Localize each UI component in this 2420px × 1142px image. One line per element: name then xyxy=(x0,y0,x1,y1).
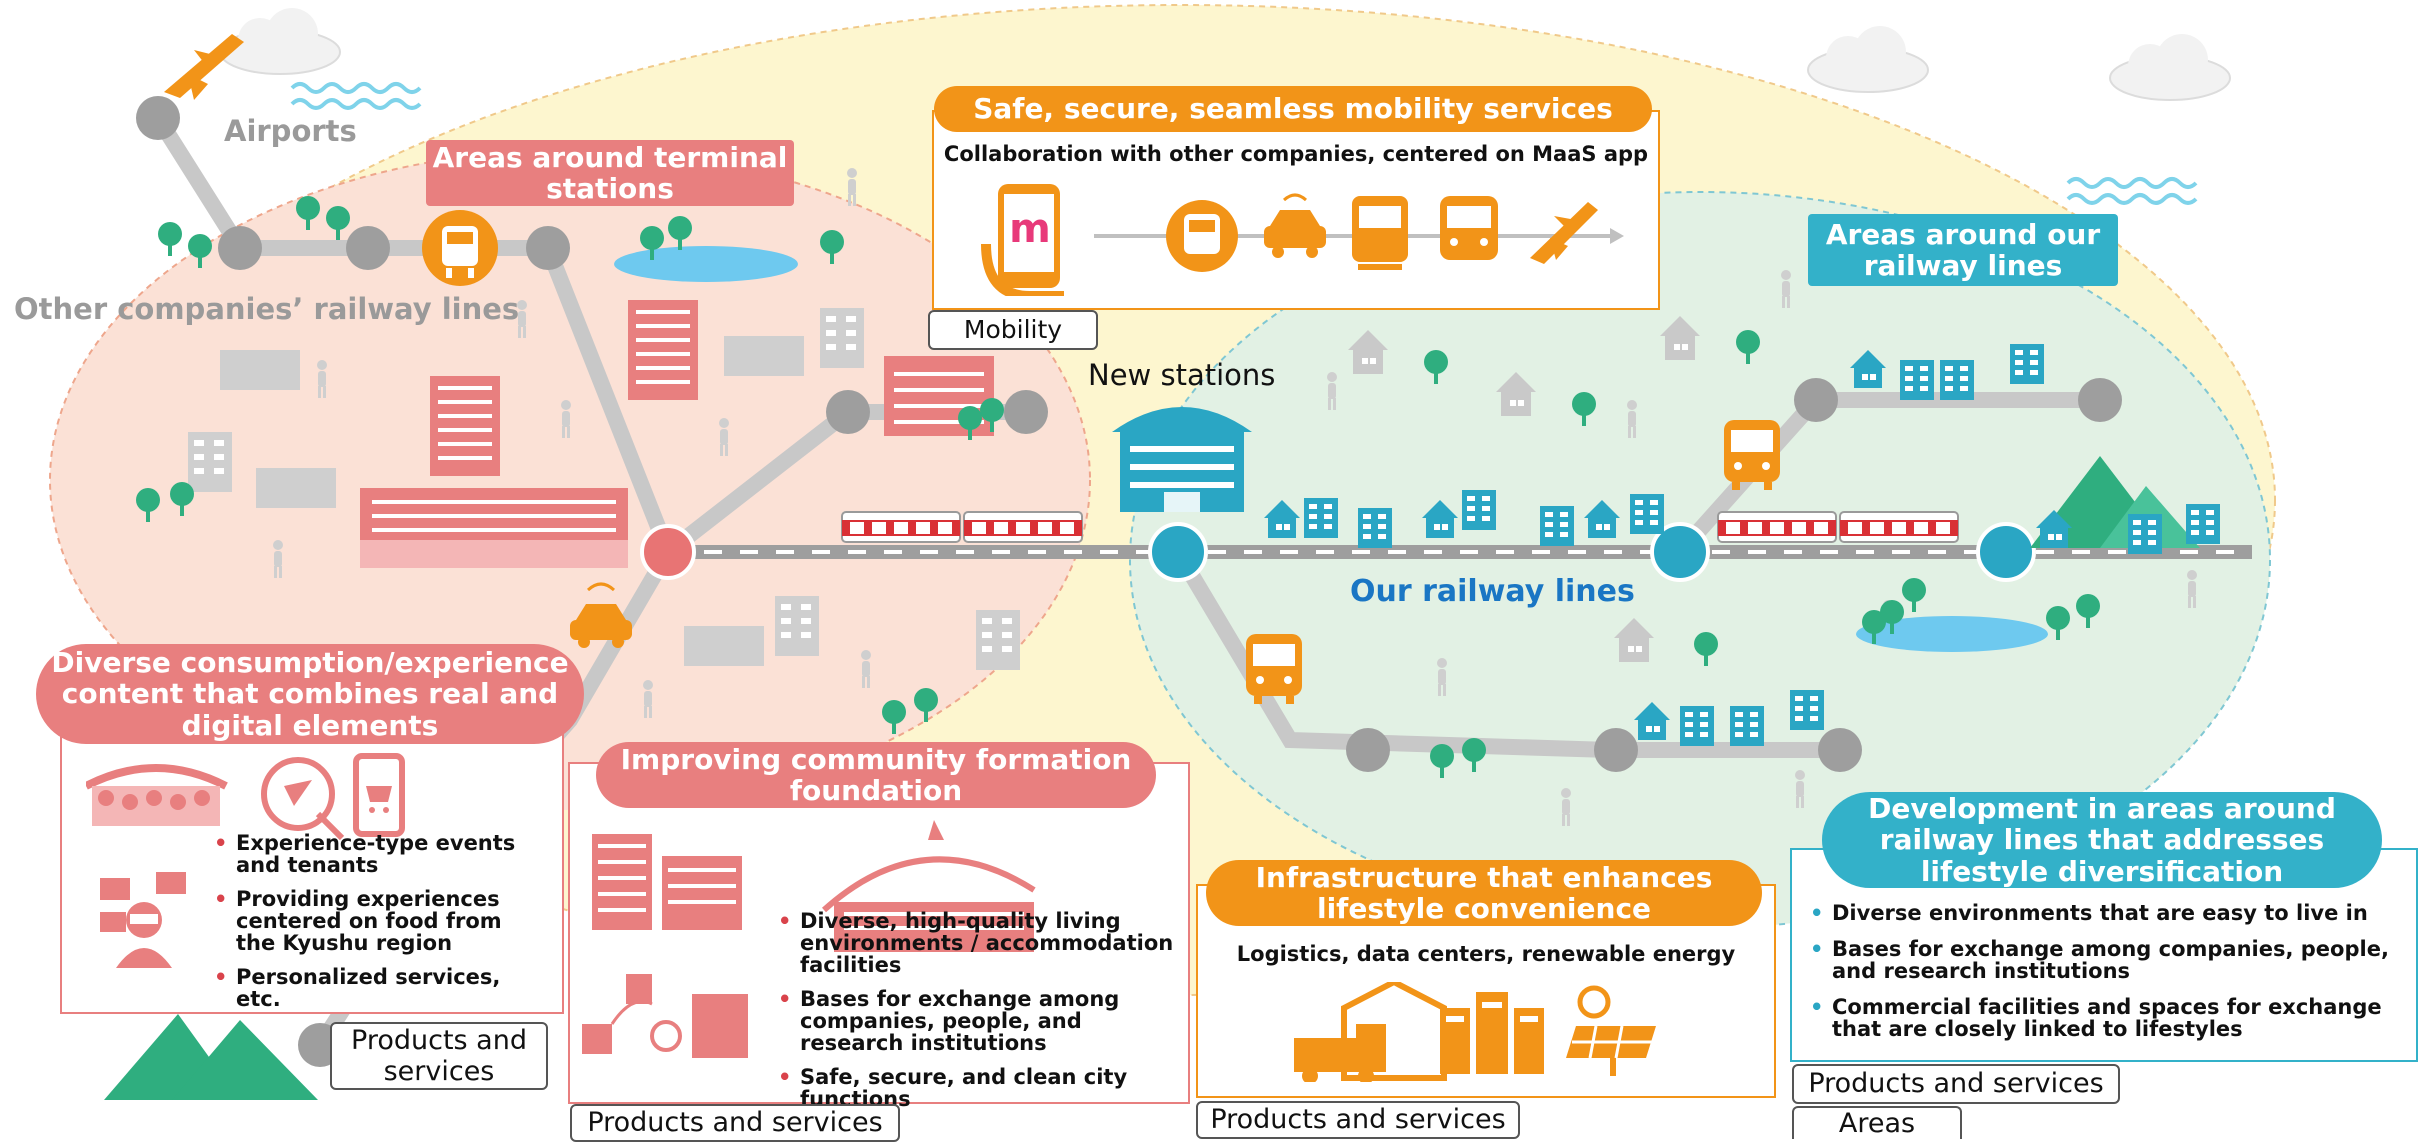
consumption-tag: Products and services xyxy=(330,1022,548,1090)
community-tag: Products and services xyxy=(570,1104,900,1142)
building-icon xyxy=(628,300,698,400)
pond xyxy=(614,246,798,282)
airports-label: Airports xyxy=(224,114,357,148)
development-item: Diverse environments that are easy to li… xyxy=(1810,902,2400,924)
building-icon xyxy=(976,610,1020,670)
development-tag: Products and services xyxy=(1792,1064,2120,1104)
building-icon xyxy=(820,308,864,368)
cloud-icon xyxy=(1807,25,1929,93)
waves-icon xyxy=(2066,177,2198,205)
consumption-title: Diverse consumption/experience content t… xyxy=(36,644,584,744)
train-icon xyxy=(963,511,1083,543)
airplane-icon xyxy=(164,34,244,100)
bus-icon xyxy=(1724,420,1780,490)
bus-icon xyxy=(1246,634,1302,704)
svg-text:m: m xyxy=(1009,206,1051,252)
terminal-station-node xyxy=(640,524,696,580)
vr-user-icon xyxy=(100,872,186,968)
consumption-items: Experience-type events and tenants Provi… xyxy=(214,832,544,1010)
maas-app-icon: m xyxy=(981,184,1064,296)
mountains xyxy=(2030,456,2220,554)
mobility-icons: m xyxy=(981,184,1624,296)
pond xyxy=(1856,616,2048,652)
waves-icon xyxy=(290,82,422,110)
new-stations-label: New stations xyxy=(1088,358,1276,392)
community-item: Bases for exchange among companies, peop… xyxy=(778,988,1178,1054)
food-icon xyxy=(261,757,345,841)
mobility-subtitle: Collaboration with other companies, cent… xyxy=(943,142,1649,166)
building-icon xyxy=(775,596,819,656)
airplane-icon xyxy=(1530,202,1598,264)
our-areas-title: Areas around our railway lines xyxy=(1808,214,2118,286)
apartment-icon xyxy=(592,834,742,930)
infra-icons xyxy=(1294,982,1656,1082)
building-icon xyxy=(188,432,232,492)
consumption-item: Experience-type events and tenants xyxy=(214,832,544,876)
consumption-box: Experience-type events and tenants Provi… xyxy=(60,730,564,1014)
other-lines-label: Other companies’ railway lines xyxy=(14,292,520,326)
mobile-shopping-icon xyxy=(353,753,405,837)
train-icon xyxy=(1839,511,1959,543)
mountains xyxy=(104,1014,318,1100)
infra-tag: Products and services xyxy=(1196,1101,1520,1139)
community-item: Safe, secure, and clean city functions xyxy=(778,1066,1178,1110)
solar-panel-icon xyxy=(1566,985,1656,1076)
infra-title: Infrastructure that enhances lifestyle c… xyxy=(1206,860,1762,926)
consumption-icons xyxy=(86,753,405,841)
logistics-icon xyxy=(1294,982,1447,1082)
terminal-areas-title: Areas around terminal stations xyxy=(426,140,794,206)
train-icon xyxy=(841,511,961,543)
our-lines-label: Our railway lines xyxy=(1350,574,1635,609)
mobility-title: Safe, secure, seamless mobility services xyxy=(934,86,1652,132)
community-title: Improving community formation foundation xyxy=(596,742,1156,808)
cloud-icon xyxy=(2109,33,2231,101)
development-title: Development in areas around railway line… xyxy=(1822,792,2382,888)
community-icons xyxy=(582,834,748,1058)
train-station-icon xyxy=(422,210,498,286)
community-network-icon xyxy=(582,974,748,1058)
taxi-icon xyxy=(1264,193,1326,258)
event-crowd-icon xyxy=(86,764,228,826)
consumption-item: Providing experiences centered on food f… xyxy=(214,888,544,954)
areas-tag: Areas xyxy=(1792,1106,1962,1139)
community-items: Diverse, high-quality living environment… xyxy=(778,910,1178,1110)
building-icon xyxy=(430,376,500,476)
consumption-item: Personalized services, etc. xyxy=(214,966,544,1010)
building-icon xyxy=(884,356,994,436)
development-items: Diverse environments that are easy to li… xyxy=(1810,902,2400,1040)
train-icon xyxy=(1717,511,1837,543)
taxi-icon xyxy=(570,582,632,648)
bus-icon xyxy=(1440,196,1498,260)
new-station-icon xyxy=(1112,407,1252,512)
development-item: Bases for exchange among companies, peop… xyxy=(1810,938,2400,982)
station-building-icon xyxy=(360,488,628,568)
infra-subtitle: Logistics, data centers, renewable energ… xyxy=(1236,942,1736,966)
development-item: Commercial facilities and spaces for exc… xyxy=(1810,996,2400,1040)
train-icon xyxy=(1352,196,1408,270)
data-center-icon xyxy=(1440,992,1544,1074)
mobility-box: Collaboration with other companies, cent… xyxy=(932,110,1660,310)
train-icon xyxy=(1166,200,1238,272)
mobility-tag: Mobility xyxy=(928,310,1098,350)
community-item: Diverse, high-quality living environment… xyxy=(778,910,1178,976)
community-box: Diverse, high-quality living environment… xyxy=(568,762,1190,1110)
